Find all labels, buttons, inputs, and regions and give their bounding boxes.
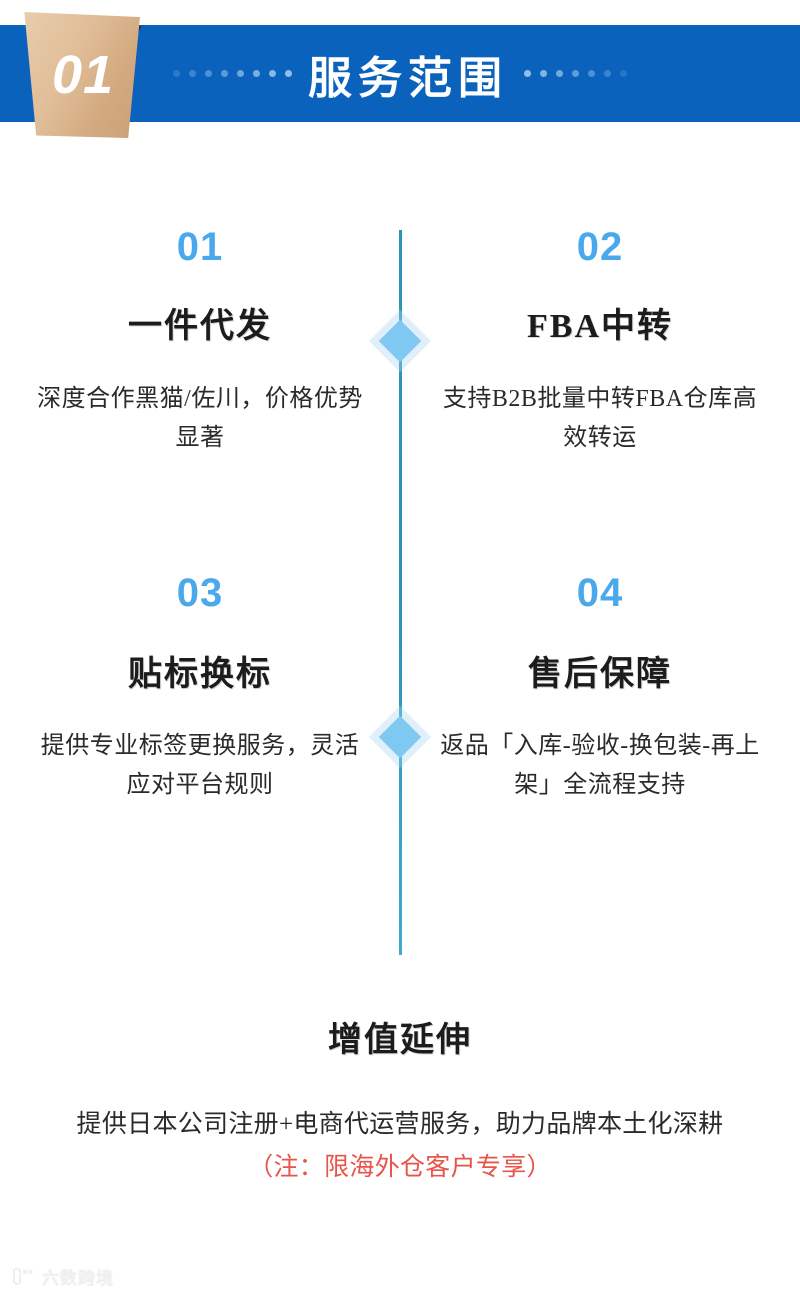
feature-description: 提供专业标签更换服务，灵活应对平台规则 (40, 733, 360, 799)
value-added-section: 增值延伸 提供日本公司注册+电商代运营服务，助力品牌本土化深耕 （注：限海外仓客… (0, 1012, 800, 1189)
feature-card-02: 02 FBA中转 支持B2B批量中转FBA仓库高效转运 (400, 225, 800, 458)
feature-card-03: 03 贴标换标 提供专业标签更换服务，灵活应对平台规则 (0, 571, 400, 806)
dot (556, 70, 563, 77)
dot (269, 70, 276, 77)
dot (205, 70, 212, 77)
value-added-description-main: 提供日本公司注册+电商代运营服务，助力品牌本土化深耕 (76, 1111, 724, 1138)
dot (221, 70, 228, 77)
dot (524, 70, 531, 77)
dot (285, 70, 292, 77)
feature-title: FBA中转 (527, 308, 673, 345)
dot (588, 70, 595, 77)
section-number-badge: 01 (24, 12, 140, 138)
feature-row-top: 01 一件代发 深度合作黑猫/佐川，价格优势显著 02 FBA中转 支持B2B批… (0, 225, 800, 458)
dot (237, 70, 244, 77)
dot (604, 70, 611, 77)
dot (189, 70, 196, 77)
feature-number: 03 (176, 570, 224, 615)
dot (253, 70, 260, 77)
value-added-note: （注：限海外仓客户专享） (248, 1154, 552, 1181)
feature-number: 02 (576, 225, 624, 269)
feature-card-04: 04 售后保障 返品「入库-验收-换包装-再上架」全流程支持 (400, 571, 800, 806)
page-header: 服务范围 01 (0, 0, 800, 150)
dot (572, 70, 579, 77)
brand-logo-icon (12, 1267, 36, 1287)
feature-description: 深度合作黑猫/佐川，价格优势显著 (37, 385, 363, 451)
feature-title: 贴标换标 (128, 655, 272, 693)
feature-number: 01 (176, 225, 224, 269)
header-title-row: 服务范围 (0, 25, 800, 122)
dots-left-decoration (173, 25, 292, 122)
feature-description: 支持B2B批量中转FBA仓库高效转运 (442, 385, 758, 451)
dots-right-decoration (524, 25, 627, 122)
value-added-description: 提供日本公司注册+电商代运营服务，助力品牌本土化深耕 （注：限海外仓客户专享） (48, 1103, 752, 1189)
feature-grid: 01 一件代发 深度合作黑猫/佐川，价格优势显著 02 FBA中转 支持B2B批… (0, 225, 800, 805)
dot (620, 70, 627, 77)
vertical-divider (399, 230, 402, 955)
feature-card-01: 01 一件代发 深度合作黑猫/佐川，价格优势显著 (0, 225, 400, 458)
feature-title: 一件代发 (128, 308, 272, 345)
feature-description: 返品「入库-验收-换包装-再上架」全流程支持 (440, 733, 760, 799)
dot (173, 70, 180, 77)
watermark: 六数跨境 (12, 1264, 114, 1289)
feature-number: 04 (576, 570, 624, 615)
section-number-label: 01 (51, 45, 115, 105)
feature-title: 售后保障 (528, 655, 672, 693)
feature-row-bottom: 03 贴标换标 提供专业标签更换服务，灵活应对平台规则 04 售后保障 返品「入… (0, 571, 800, 806)
page-title: 服务范围 (308, 53, 508, 103)
dot (540, 70, 547, 77)
watermark-label: 六数跨境 (42, 1269, 114, 1288)
value-added-title: 增值延伸 (328, 1022, 472, 1059)
